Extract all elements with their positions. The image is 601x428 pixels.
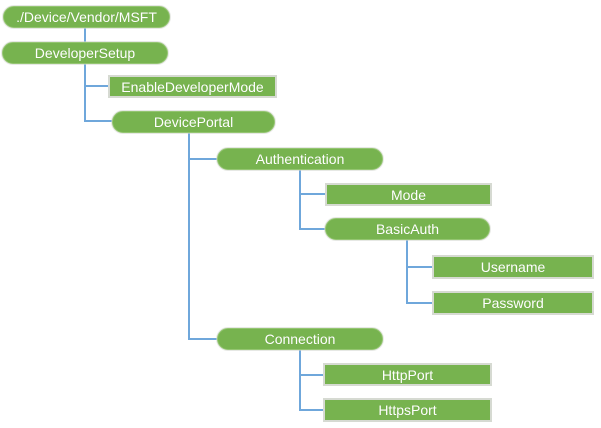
node-basic-auth: BasicAuth [325, 218, 490, 240]
node-developer-setup-label: DeveloperSetup [34, 45, 136, 61]
connector-line [299, 350, 301, 411]
node-http-port: HttpPort [323, 363, 492, 386]
node-authentication-label: Authentication [255, 151, 345, 167]
node-authentication: Authentication [217, 148, 383, 170]
node-device-portal-label: DevicePortal [153, 114, 234, 130]
connector-line [406, 266, 432, 268]
node-password-label: Password [482, 295, 544, 311]
node-http-port-label: HttpPort [381, 366, 434, 383]
node-password: Password [432, 291, 594, 315]
connector-line [299, 409, 323, 411]
connector-line [188, 338, 217, 340]
node-root-label: ./Device/Vendor/MSFT [16, 9, 157, 25]
connector-line [84, 120, 112, 122]
node-mode-label: Mode [390, 186, 427, 203]
node-root: ./Device/Vendor/MSFT [3, 6, 170, 28]
node-username: Username [432, 255, 594, 279]
connector-line [406, 240, 408, 304]
node-enable-developer-mode-label: EnableDeveloperMode [121, 78, 264, 95]
connector-line [299, 193, 325, 195]
node-connection: Connection [217, 328, 383, 350]
connector-line [299, 374, 323, 376]
node-https-port: HttpsPort [323, 398, 492, 422]
node-username-label: Username [480, 259, 546, 275]
connector-line [188, 133, 190, 340]
connector-line [84, 63, 86, 122]
connector-line [188, 158, 217, 160]
node-device-portal: DevicePortal [112, 111, 275, 133]
node-developer-setup: DeveloperSetup [2, 42, 168, 64]
node-enable-developer-mode: EnableDeveloperMode [108, 75, 277, 98]
connector-line [406, 302, 432, 304]
node-basic-auth-label: BasicAuth [375, 221, 440, 237]
connector-line [299, 170, 301, 230]
node-connection-label: Connection [264, 331, 336, 347]
connector-line [84, 85, 108, 87]
connector-line [299, 228, 325, 230]
node-https-port-label: HttpsPort [378, 402, 437, 418]
connector-line [84, 28, 86, 43]
node-mode: Mode [325, 183, 492, 206]
